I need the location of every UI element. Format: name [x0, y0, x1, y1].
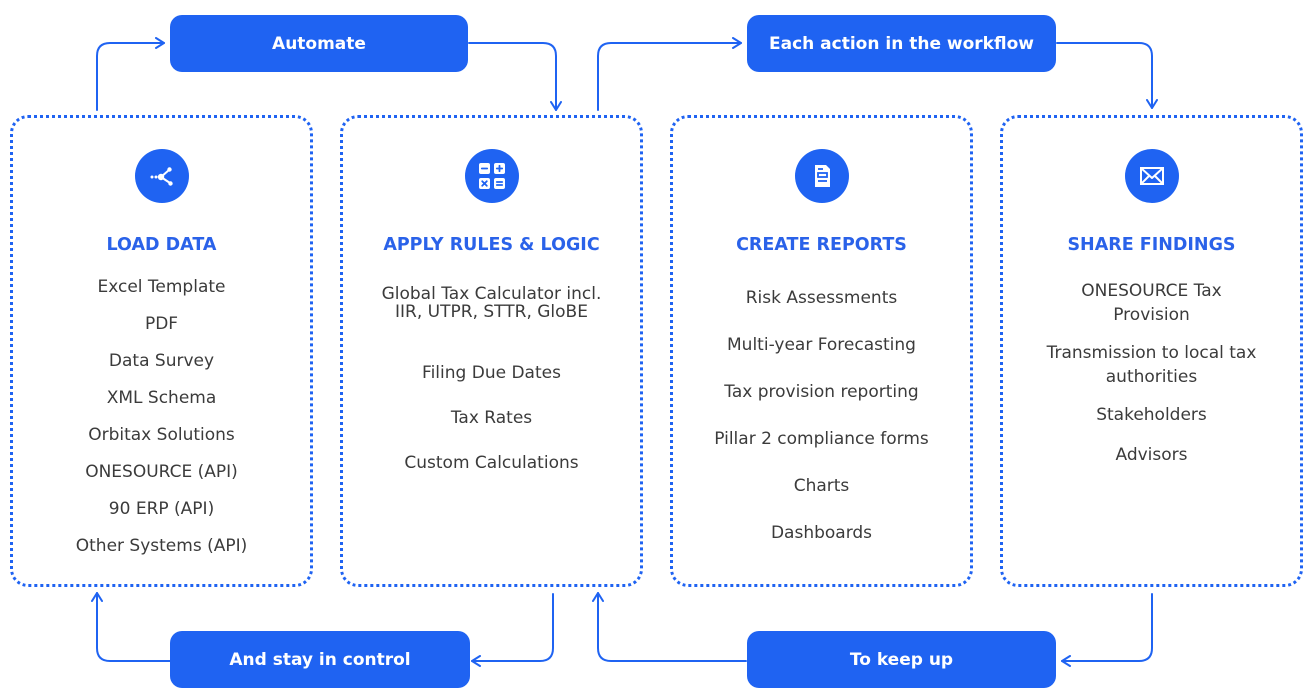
arrow-keepup-to-reports — [592, 592, 747, 662]
list-item: Charts — [793, 476, 850, 496]
arrow-rules-to-control — [471, 593, 554, 667]
arrow-load-to-automate — [96, 37, 165, 111]
list-item: Global Tax Calculator incl. — [381, 284, 602, 304]
card-title: LOAD DATA — [106, 235, 217, 255]
list-item: Excel Template — [97, 277, 226, 297]
card-title: CREATE REPORTS — [736, 235, 907, 255]
calculator-icon — [464, 149, 519, 203]
list-item: Other Systems (API) — [75, 536, 248, 556]
arrow-rules-to-workflow — [597, 37, 742, 111]
list-item: ONESOURCE (API) — [85, 462, 238, 482]
list-item: Dashboards — [770, 523, 873, 543]
arrow-workflow-to-share — [1056, 42, 1158, 109]
list-item: Risk Assessments — [745, 288, 898, 308]
list-item: Custom Calculations — [404, 453, 579, 473]
list-item: Multi-year Forecasting — [727, 335, 916, 355]
arrow-share-to-keepup — [1061, 593, 1153, 667]
apply-rules-card: APPLY RULES & LOGIC Global Tax Calculato… — [340, 115, 643, 587]
list-item: IIR, UTPR, STTR, GloBE — [395, 302, 588, 322]
create-reports-card: CREATE REPORTS Risk Assessments Multi-ye… — [670, 115, 973, 587]
stay-in-control-pill: And stay in control — [170, 631, 470, 688]
envelope-icon — [1124, 149, 1179, 203]
network-nodes-icon — [134, 149, 189, 203]
list-item: ONESOURCE Tax — [1081, 281, 1222, 301]
list-item: 90 ERP (API) — [108, 499, 215, 519]
list-item: Stakeholders — [1096, 405, 1207, 425]
card-title: APPLY RULES & LOGIC — [383, 235, 600, 255]
list-item: XML Schema — [106, 388, 217, 408]
arrow-control-to-load — [91, 592, 171, 662]
list-item: Orbitax Solutions — [88, 425, 235, 445]
each-action-pill: Each action in the workflow — [747, 15, 1056, 72]
keep-up-pill: To keep up — [747, 631, 1056, 688]
share-findings-card: SHARE FINDINGS ONESOURCE Tax Provision T… — [1000, 115, 1303, 587]
report-document-icon — [794, 149, 849, 203]
list-item: Filing Due Dates — [422, 363, 561, 383]
list-item: Provision — [1113, 305, 1190, 325]
list-item: Tax provision reporting — [724, 382, 919, 402]
card-title: SHARE FINDINGS — [1067, 235, 1236, 255]
load-data-card: LOAD DATA Excel Template PDF Data Survey… — [10, 115, 313, 587]
list-item: authorities — [1105, 367, 1198, 387]
list-item: PDF — [144, 314, 179, 334]
list-item: Data Survey — [108, 351, 215, 371]
arrow-automate-to-rules — [468, 42, 562, 111]
list-item: Pillar 2 compliance forms — [714, 429, 929, 449]
list-item: Transmission to local tax — [1046, 343, 1257, 363]
list-item: Advisors — [1115, 445, 1188, 465]
automate-pill: Automate — [170, 15, 468, 72]
list-item: Tax Rates — [450, 408, 533, 428]
